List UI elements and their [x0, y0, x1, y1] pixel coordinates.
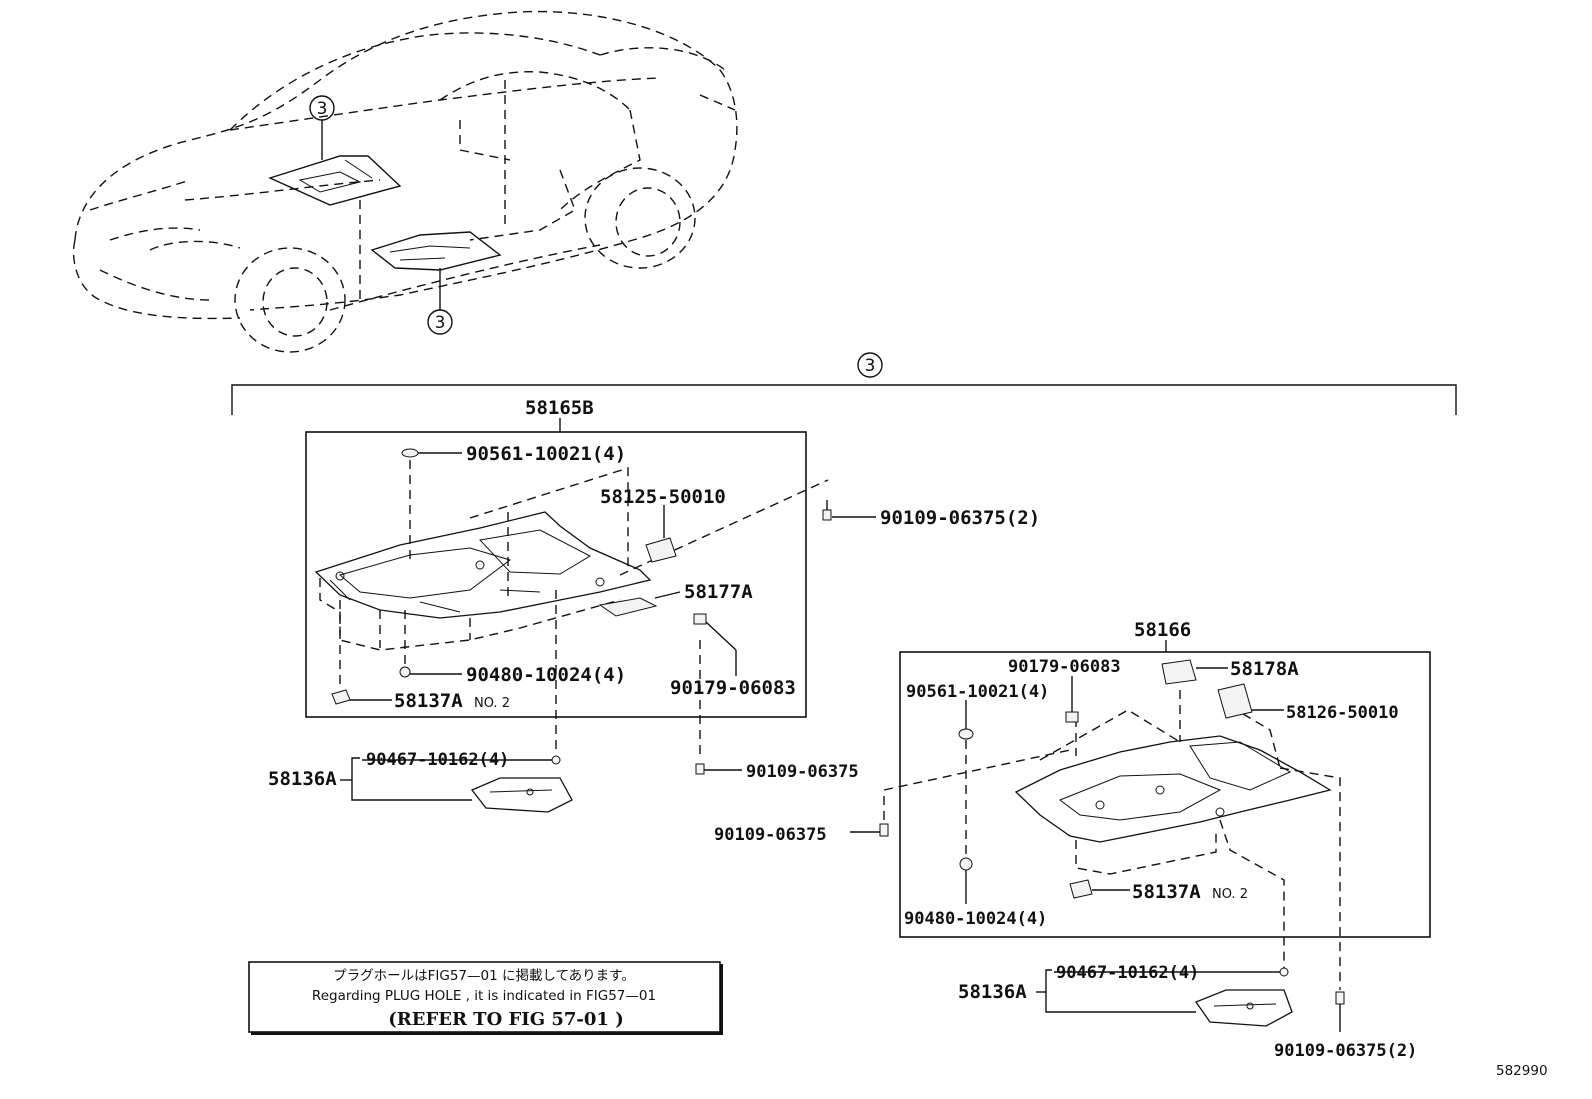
label-upper-cover: 58136A	[268, 768, 337, 790]
ref-marker-top: 3	[317, 99, 328, 119]
label-upper-clip-nut: 90480-10024(4)	[466, 664, 626, 686]
label-upper-cover-screw: 90467-10162(4)	[366, 750, 509, 770]
label-lower-retainer-note: NO. 2	[1212, 887, 1248, 902]
label-lower-bolt-a: 90109-06375	[714, 825, 827, 845]
note-box: プラグホールはFIG57—01 に掲載してあります。 Regarding PLU…	[248, 961, 723, 1035]
label-lower-cover-screw: 90467-10162(4)	[1056, 963, 1199, 983]
note-line-en: Regarding PLUG HOLE , it is indicated in…	[312, 988, 656, 1004]
label-58165b: 58165B	[525, 397, 594, 419]
label-upper-retainer-note: NO. 2	[474, 696, 510, 711]
label-lower-retainer: 58137A	[1132, 881, 1201, 903]
rear-under-cover-assembly: 58166 90179-06083 90561-10021(4) 58178A	[714, 619, 1431, 990]
label-lower-protector: 58178A	[1230, 658, 1299, 680]
label-upper-bolt-a: 90109-06375(2)	[880, 507, 1040, 529]
note-line-ref: (REFER TO FIG 57-01 )	[388, 1009, 623, 1030]
label-lower-clip-nut: 90480-10024(4)	[904, 909, 1047, 929]
upper-bolt-b: 90109-06375	[695, 762, 859, 782]
figure-id: 582990	[1496, 1063, 1548, 1079]
group-bracket: 3	[231, 352, 1457, 415]
label-lower-bolt-b: 90109-06375(2)	[1274, 1041, 1417, 1061]
label-upper-bracket: 58125-50010	[600, 486, 726, 508]
label-lower-bracket: 58126-50010	[1286, 703, 1399, 723]
label-upper-grommet: 90561-10021(4)	[466, 443, 626, 465]
note-line-jp: プラグホールはFIG57—01 に掲載してあります。	[333, 968, 635, 984]
front-under-cover-assembly: 58165B 90561-10021(4) 58125-50010	[305, 397, 1040, 760]
label-58166: 58166	[1134, 619, 1191, 641]
label-upper-bolt-b: 90109-06375	[746, 762, 859, 782]
label-upper-retainer: 58137A	[394, 690, 463, 712]
label-lower-nut: 90179-06083	[1008, 657, 1121, 677]
label-upper-protector: 58177A	[684, 581, 753, 603]
car-illustration: 3 3	[72, 10, 738, 353]
lower-small-cover: 90467-10162(4) 58136A	[958, 963, 1293, 1027]
ref-marker-bottom: 3	[435, 313, 446, 333]
label-upper-nut: 90179-06083	[670, 677, 796, 699]
ref-marker-group: 3	[865, 356, 876, 376]
label-lower-grommet: 90561-10021(4)	[906, 682, 1049, 702]
label-lower-cover: 58136A	[958, 981, 1027, 1003]
upper-small-cover: 90467-10162(4) 58136A	[268, 750, 573, 813]
lower-bolt-b: 90109-06375(2)	[1274, 991, 1417, 1061]
